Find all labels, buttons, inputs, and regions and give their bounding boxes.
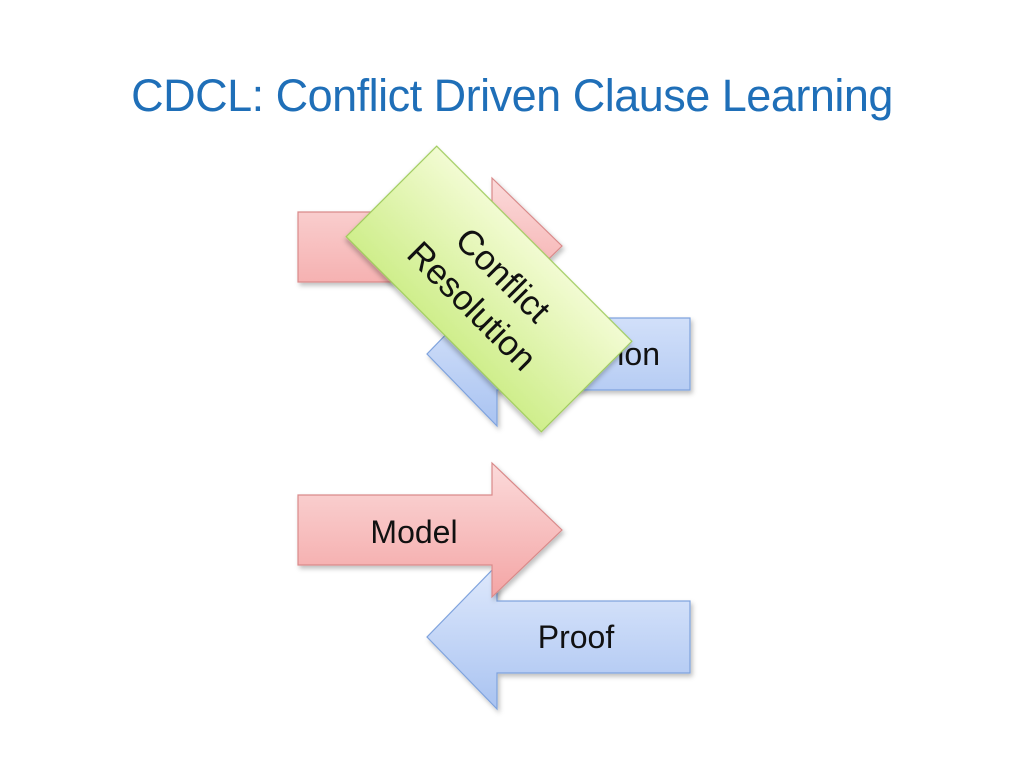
proof-arrow-label: Proof: [538, 619, 615, 655]
lower-cycle: Proof Model: [297, 461, 691, 711]
model-arrow-label: Model: [370, 514, 457, 550]
proof-arrow-shape: [426, 563, 691, 711]
model-arrow: Model: [297, 461, 563, 599]
conflict-resolution-box-shape: [345, 145, 633, 433]
slide-title: CDCL: Conflict Driven Clause Learning: [131, 70, 893, 121]
upper-cycle: ion D Conflict Resolution: [297, 145, 691, 433]
proof-arrow: Proof: [426, 563, 691, 711]
model-arrow-shape: [297, 461, 563, 599]
